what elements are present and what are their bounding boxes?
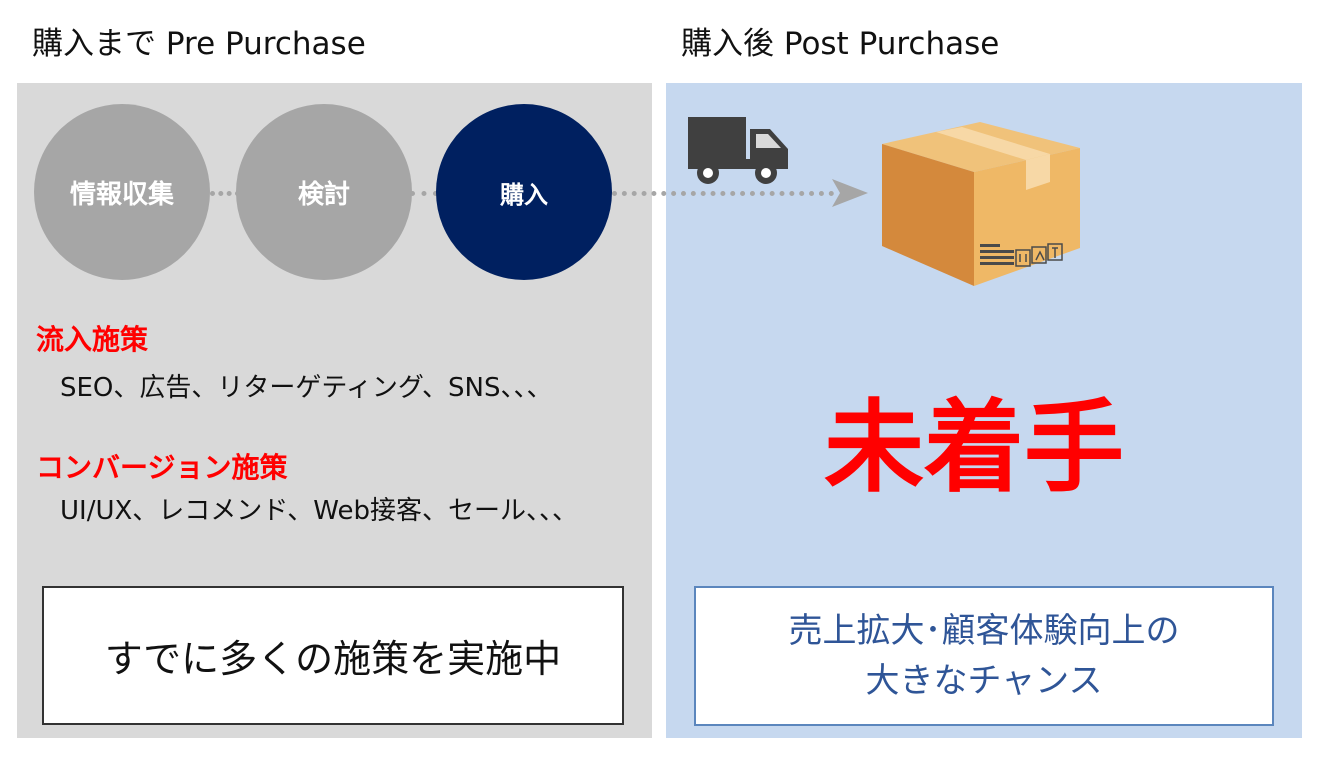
opportunity-box: 売上拡大･顧客体験向上の 大きなチャンス <box>694 586 1274 726</box>
cardboard-box-icon <box>878 120 1084 290</box>
truck-icon <box>688 115 792 187</box>
conversion-measures-list: UI/UX、レコメンド、Web接客、セール、、、 <box>60 490 578 527</box>
step-connector <box>410 191 438 196</box>
inflow-measures-list: SEO、広告、リターゲティング、SNS、、、 <box>60 367 552 404</box>
step-label: 情報収集 <box>70 174 174 211</box>
conversion-measures-title: コンバージョン施策 <box>36 446 287 486</box>
opportunity-line-2: 大きなチャンス <box>789 656 1180 706</box>
step-label: 購入 <box>500 175 548 210</box>
measures-in-progress-box: すでに多くの施策を実施中 <box>42 586 624 725</box>
measures-in-progress-text: すでに多くの施策を実施中 <box>105 628 561 683</box>
step-information-gathering: 情報収集 <box>34 104 210 280</box>
step-purchase: 購入 <box>436 104 612 280</box>
inflow-measures-title: 流入施策 <box>36 318 148 358</box>
opportunity-line-1: 売上拡大･顧客体験向上の <box>789 606 1180 656</box>
step-label: 検討 <box>298 174 350 211</box>
arrow-right-icon <box>832 177 872 209</box>
opportunity-text: 売上拡大･顧客体験向上の 大きなチャンス <box>789 606 1180 706</box>
pre-purchase-heading: 購入まで Pre Purchase <box>32 22 366 66</box>
delivery-connector <box>612 191 834 196</box>
not-started-status: 未着手 <box>824 388 1124 508</box>
step-consideration: 検討 <box>236 104 412 280</box>
post-purchase-heading: 購入後 Post Purchase <box>681 22 999 66</box>
